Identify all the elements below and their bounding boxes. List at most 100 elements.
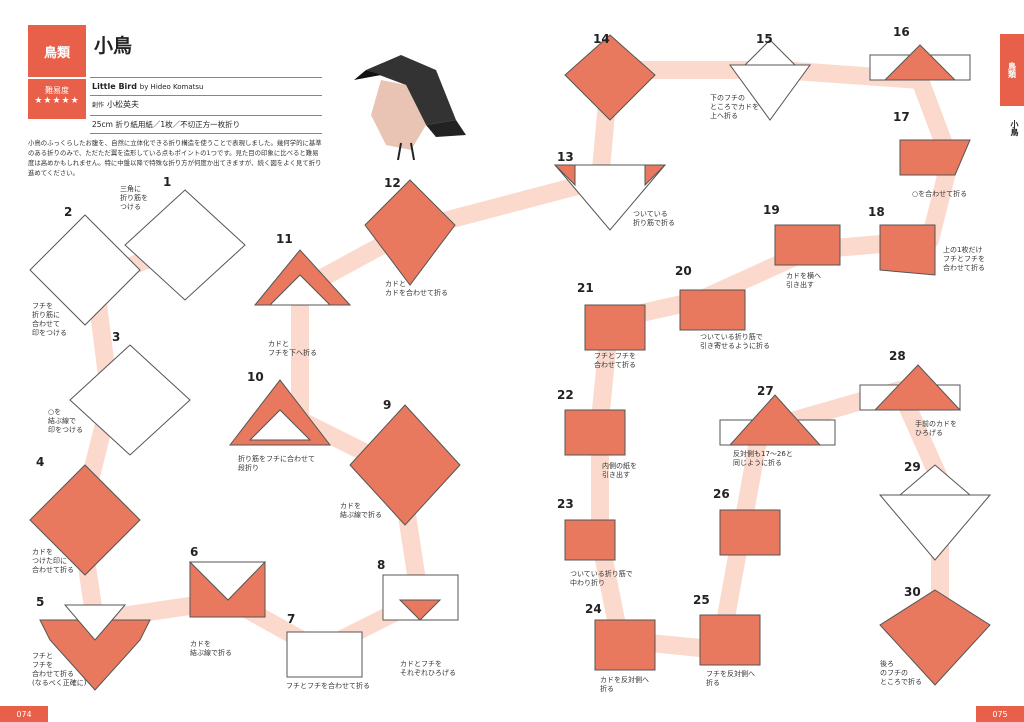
step-number: 25 — [693, 593, 710, 607]
step23-shape — [564, 519, 616, 561]
step-caption: ○を 結ぶ線で 印をつける — [48, 408, 83, 434]
step-number: 24 — [585, 602, 602, 616]
step-caption: 反対側も17〜26と 同じように折る — [733, 450, 793, 467]
step-caption: フチとフチを合わせて折る — [286, 682, 370, 690]
step3-shape — [69, 344, 191, 456]
author-label: 創作 — [92, 102, 105, 109]
step-number: 27 — [757, 384, 774, 398]
step12-shape — [364, 179, 456, 286]
step18-shape — [879, 224, 936, 276]
bird-photo — [326, 25, 476, 165]
step-caption: カドを つけた印に 合わせて折る — [32, 548, 74, 574]
step-number: 2 — [64, 205, 73, 219]
step-caption: 上の1枚だけ フチとフチを 合わせて折る — [943, 246, 985, 272]
step24-shape — [594, 619, 656, 671]
step-caption: 手前のカドを ひろげる — [915, 420, 957, 437]
step13-shape — [553, 164, 667, 231]
step29-shape — [878, 494, 992, 561]
page-number-left: 074 — [0, 706, 48, 722]
page-title: 小鳥 — [94, 35, 133, 57]
step-number: 9 — [383, 398, 392, 412]
step-number: 3 — [112, 330, 121, 344]
step-caption: 折り筋をフチに合わせて 段折り — [238, 455, 315, 472]
step-caption: フチを 折り筋に 合わせて 印をつける — [32, 302, 67, 337]
divider — [90, 77, 322, 78]
step-caption: フチを反対側へ 折る — [706, 670, 755, 687]
step-number: 13 — [557, 150, 574, 164]
step-caption: 下のフチの ところでカドを 上へ折る — [710, 94, 759, 120]
difficulty-box: 難易度 ★★★★★ — [28, 79, 86, 119]
step21-shape — [584, 304, 646, 351]
step-caption: カドを横へ 引き出す — [786, 272, 821, 289]
step-caption: カドと フチを下へ折る — [268, 340, 317, 357]
paper-info: 25cm 折り紙用紙／1枚／不切正方一枚折り — [92, 120, 241, 129]
step-caption: カドを反対側へ 折る — [600, 676, 649, 693]
step-number: 17 — [893, 110, 910, 124]
author-line: 創作小松英夫 — [92, 99, 139, 110]
step-number: 10 — [247, 370, 264, 384]
step-caption: カドを 結ぶ線で折る — [190, 640, 232, 657]
step-number: 8 — [377, 558, 386, 572]
step-caption: 内側の紙を 引き出す — [602, 462, 637, 479]
section-tab: 鳥類 — [1000, 34, 1024, 106]
step-number: 16 — [893, 25, 910, 39]
step-caption: ついている 折り筋で折る — [633, 210, 675, 227]
step19-shape — [774, 224, 841, 266]
step-number: 15 — [756, 32, 773, 46]
step1-shape — [124, 189, 246, 301]
step-caption: 三角に 折り筋を つける — [120, 185, 148, 211]
divider — [90, 95, 322, 96]
category-label: 鳥類 — [28, 25, 86, 77]
step-number: 18 — [868, 205, 885, 219]
step-number: 14 — [593, 32, 610, 46]
step-number: 26 — [713, 487, 730, 501]
step9-shape — [349, 404, 461, 526]
step25-shape — [699, 614, 761, 666]
step22-shape — [564, 409, 626, 456]
step-number: 29 — [904, 460, 921, 474]
step30-shape — [879, 589, 991, 686]
step-number: 6 — [190, 545, 199, 559]
step26-shape — [719, 509, 781, 556]
step-number: 21 — [577, 281, 594, 295]
difficulty-label: 難易度 — [45, 86, 69, 95]
step5-shape — [39, 619, 151, 691]
step-caption: カドを 結ぶ線で折る — [340, 502, 382, 519]
step7-shape — [286, 631, 363, 678]
subtitle-name: Little Bird — [92, 82, 137, 91]
step-number: 20 — [675, 264, 692, 278]
step-number: 5 — [36, 595, 45, 609]
step-number: 1 — [163, 175, 172, 189]
step-number: 28 — [889, 349, 906, 363]
step-number: 22 — [557, 388, 574, 402]
step-caption: ついている折り筋で 中わり折り — [570, 570, 633, 587]
step-number: 30 — [904, 585, 921, 599]
difficulty-stars: ★★★★★ — [34, 96, 80, 106]
subtitle: Little Bird by Hideo Komatsu — [92, 82, 204, 91]
step14-shape — [564, 34, 656, 121]
step-caption: カドと カドを合わせて折る — [385, 280, 448, 297]
step-caption: ついている折り筋で 引き寄せるように折る — [700, 333, 770, 350]
subtitle-by: by Hideo Komatsu — [139, 83, 204, 91]
step-number: 19 — [763, 203, 780, 217]
divider — [90, 133, 322, 134]
step-number: 12 — [384, 176, 401, 190]
section-tab-sub: 小鳥 — [1010, 120, 1019, 136]
step-number: 23 — [557, 497, 574, 511]
step-caption: フチと フチを 合わせて折る (なるべく正確に) — [32, 652, 87, 687]
step-number: 11 — [276, 232, 293, 246]
step-number: 4 — [36, 455, 45, 469]
step17-shape — [899, 139, 971, 176]
page-number-right: 075 — [976, 706, 1024, 722]
header-box: 鳥類 難易度 ★★★★★ 小鳥 Little Bird by Hideo Kom… — [28, 25, 322, 177]
step-caption: フチとフチを 合わせて折る — [594, 352, 636, 369]
step-caption: ○を合わせて折る — [912, 190, 968, 198]
step4-shape — [29, 464, 141, 576]
step-caption: 後ろ のフチの ところで折る — [880, 660, 922, 686]
description: 小鳥のふっくらしたお腹を、自然に立体化できる折り構造を使うことで表現しました。幾… — [28, 139, 322, 177]
step-caption: カドとフチを それぞれひろげる — [400, 660, 456, 677]
divider — [90, 115, 322, 116]
step20-shape — [679, 289, 746, 331]
